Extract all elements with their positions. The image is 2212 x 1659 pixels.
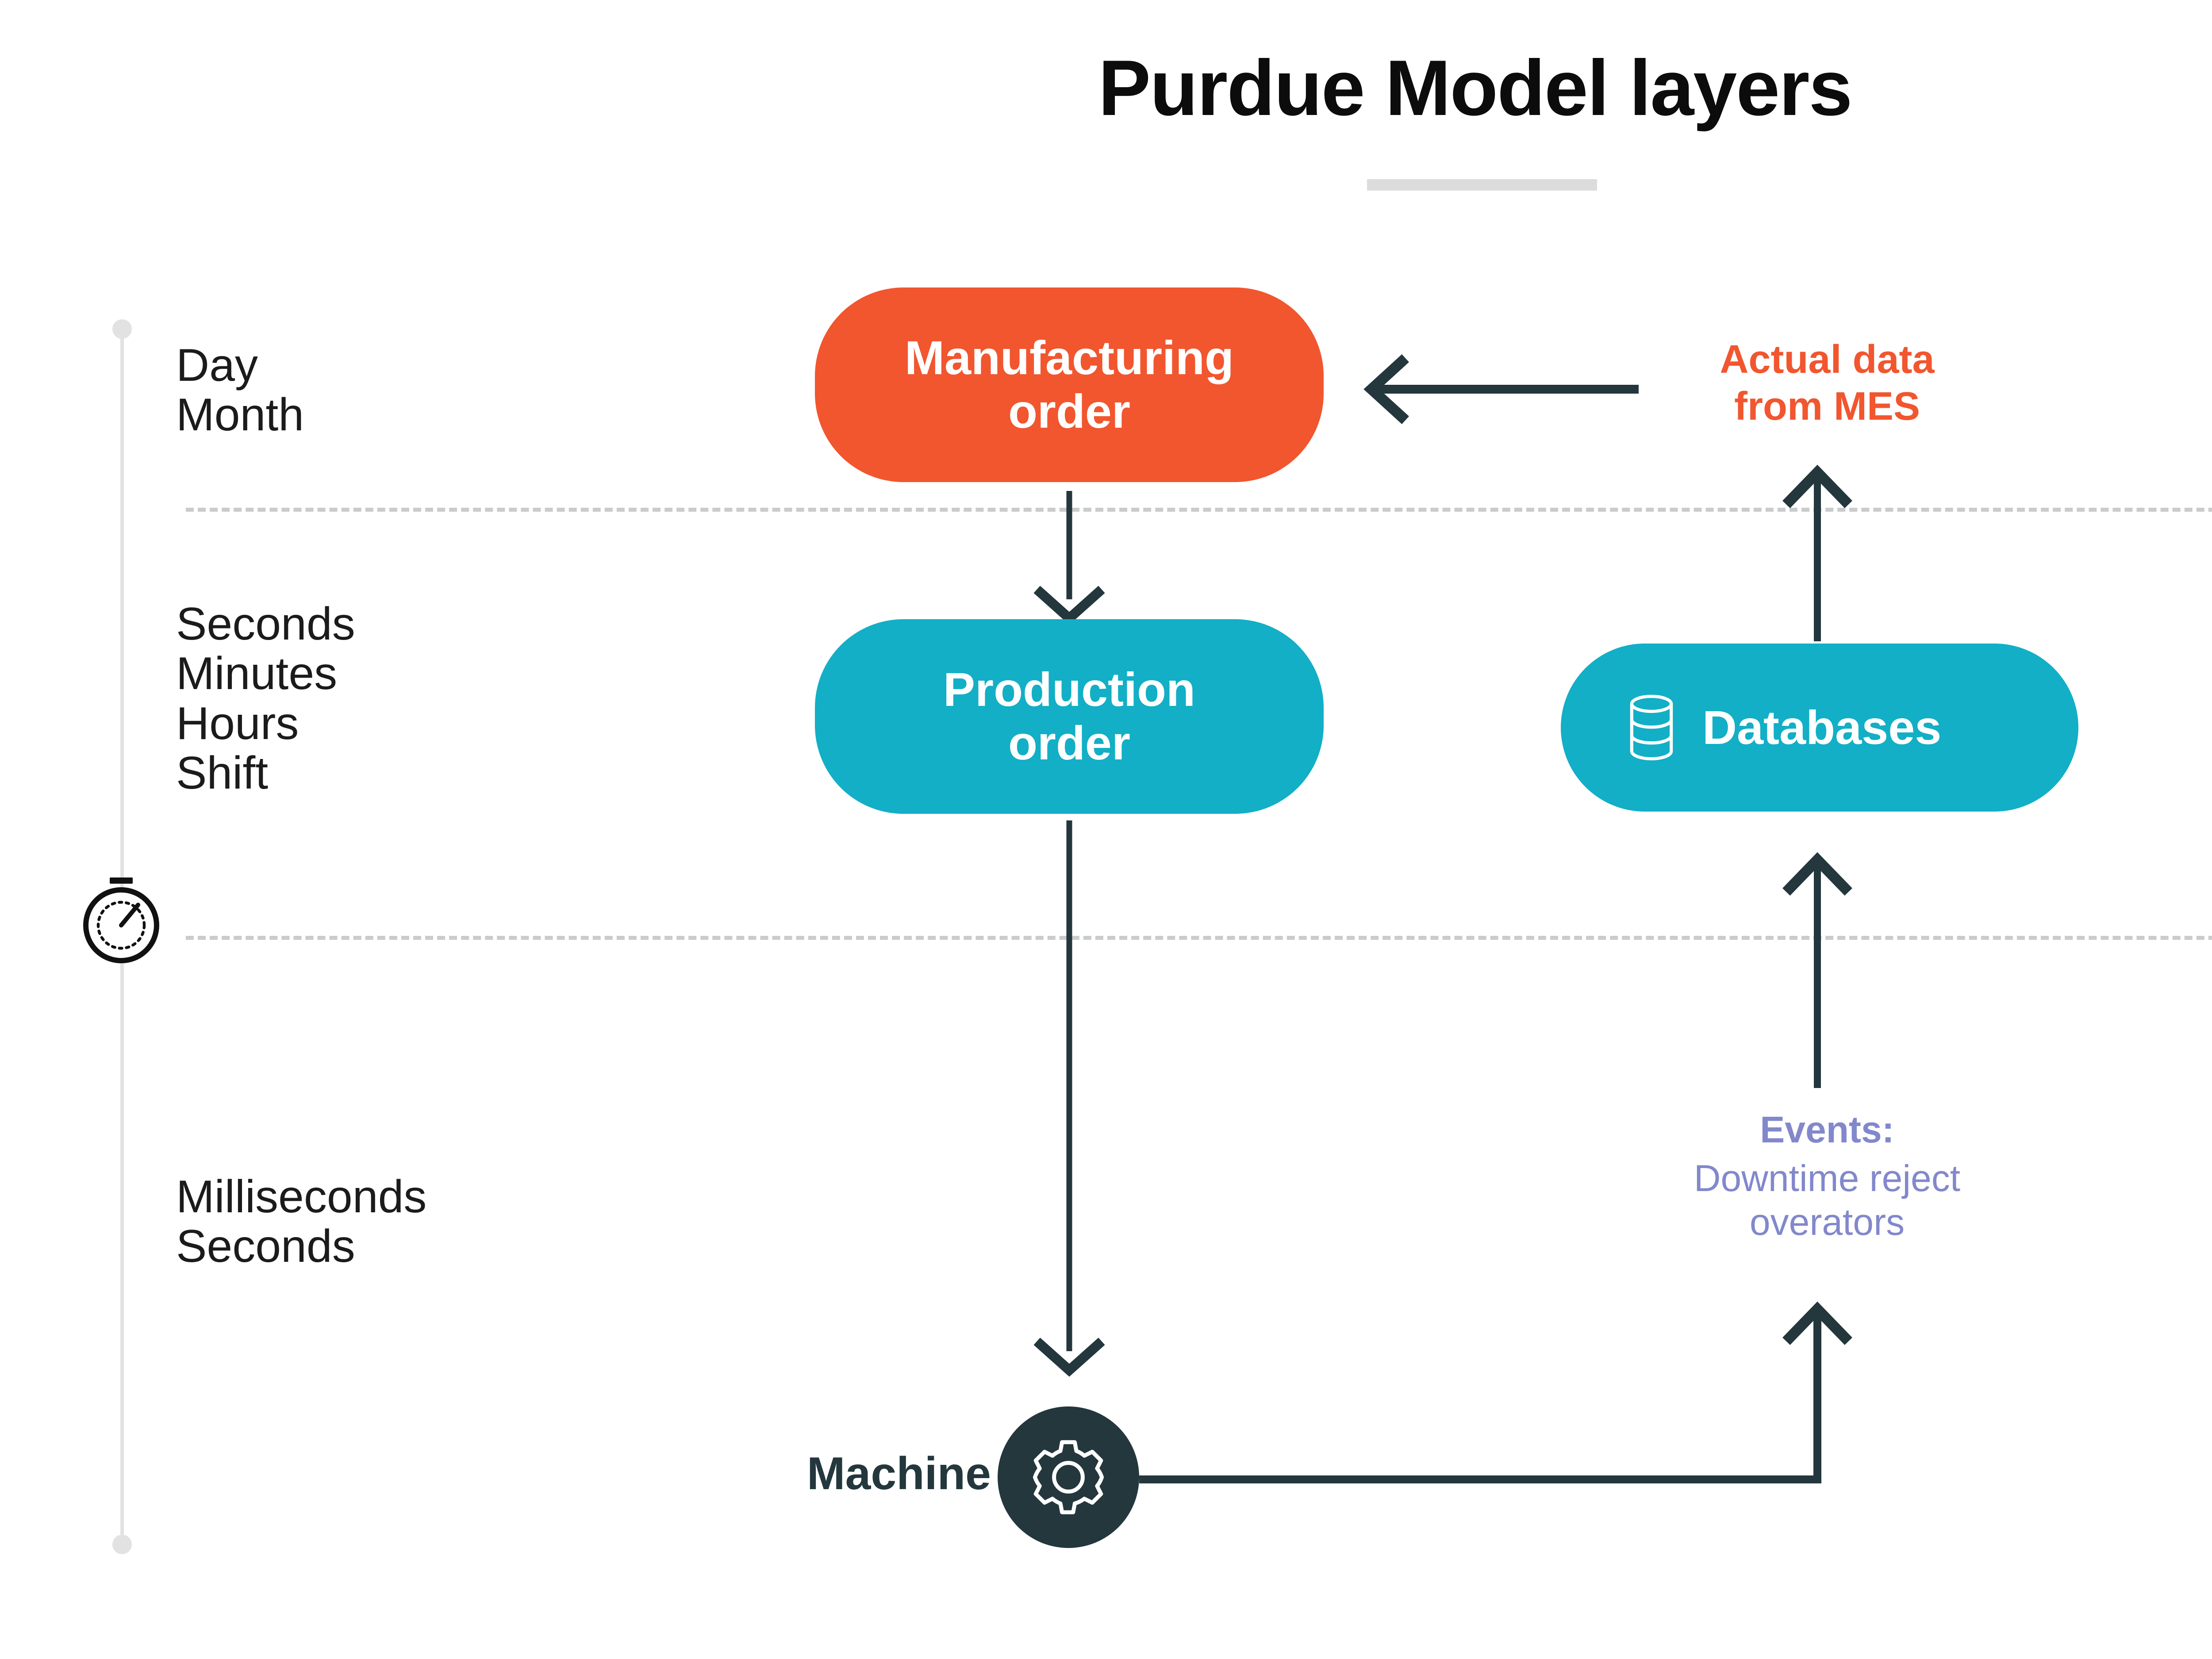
layer-divider-mes-plc [186,936,2212,940]
arrow-production-to-machine [1033,820,1105,1377]
layer-label-plc-scada: PLC & SCADA [1986,1106,2212,1162]
layer-label-machines: Machines [2124,1422,2212,1479]
production-order-node[interactable]: Production order [815,619,1324,814]
arrow-machine-to-events [1139,1301,1852,1483]
time-scale-label-erp: Day Month [176,340,304,441]
arrow-actual-data-to-manufacturing [1363,354,1639,424]
machine-node[interactable] [998,1406,1139,1548]
databases-node[interactable]: Databases [1561,644,2078,812]
title-underline-bar [1367,179,1597,191]
page-title: Purdue Model layers [1098,44,1853,132]
machine-label: Machine [806,1448,991,1499]
layer-label-mes: MES [2124,692,2212,749]
stopwatch-icon [83,877,159,963]
manufacturing-order-label: Manufacturing order [905,331,1234,438]
production-order-label: Production order [943,663,1195,770]
time-scale-label-plc: Milliseconds Seconds [176,1171,427,1272]
arrow-events-to-databases [1782,852,1852,1088]
events-annotation-title: Events: [1760,1109,1894,1150]
timeline-axis-dot-bottom [112,1535,132,1554]
database-icon [1630,694,1673,761]
manufacturing-order-node[interactable]: Manufacturing order [815,287,1324,482]
actual-data-annotation: Actual data from MES [1720,337,1935,429]
layer-label-erp: ERP [2124,358,2212,415]
gear-icon [1033,1440,1104,1514]
layer-divider-erp-mes [186,508,2212,512]
events-annotation-body: Downtime reject overators [1694,1157,1961,1243]
timeline-axis-dot-top [112,319,132,339]
databases-label: Databases [1702,700,1942,754]
arrow-manufacturing-to-production [1033,491,1105,625]
arrow-databases-to-manufacturing [1782,464,1852,641]
time-scale-label-mes: Seconds Minutes Hours Shift [176,598,355,799]
